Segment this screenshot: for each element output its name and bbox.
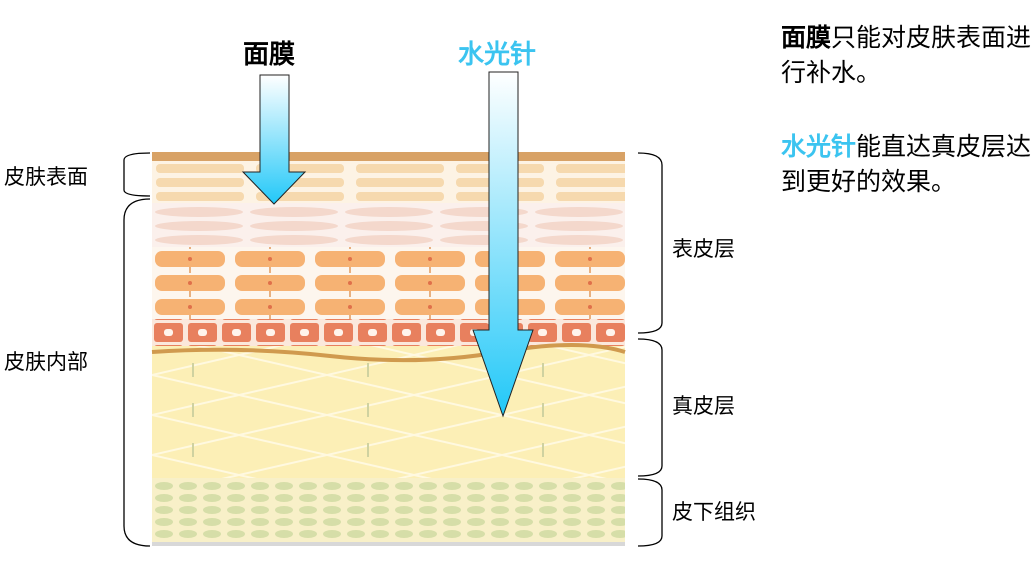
mask-term: 面膜 [781,23,832,52]
brace-skin-inner [123,198,151,547]
mask-text: 只能对皮肤表面进行补水。 [781,23,1032,87]
subcutaneous-layer [152,478,625,542]
brace-subcutaneous [637,478,663,547]
label-subcutaneous: 皮下组织 [672,500,756,524]
flat-cell-layer [152,161,625,203]
brace-skin-surface [123,152,151,197]
braces [123,152,663,547]
brace-epidermis [637,152,663,334]
skin-layers [151,152,626,546]
basement-membrane [151,343,626,363]
needle-text: 能直达真皮层达到更好的效果。 [781,132,1032,196]
needle-arrow-icon [472,71,534,418]
label-skin-surface: 皮肤表面 [4,165,88,189]
label-epidermis: 表皮层 [672,237,735,261]
label-dermis: 真皮层 [672,394,735,418]
stratum-corneum-band [152,152,625,161]
mask-arrow-icon [241,74,307,205]
mask-description: 面膜只能对皮肤表面进行补水。 [781,20,1036,90]
basal-layer [152,319,625,346]
spinous-layer [152,247,625,319]
bottom-edge [152,542,625,546]
needle-description: 水光针能直达真皮层达到更好的效果。 [781,129,1036,199]
dermis-layer [152,346,625,478]
mask-title: 面膜 [243,40,296,70]
granular-layer [152,203,625,247]
needle-title: 水光针 [458,40,537,70]
needle-term: 水光针 [781,132,857,161]
label-skin-inner: 皮肤内部 [4,350,88,374]
brace-dermis [637,338,663,477]
